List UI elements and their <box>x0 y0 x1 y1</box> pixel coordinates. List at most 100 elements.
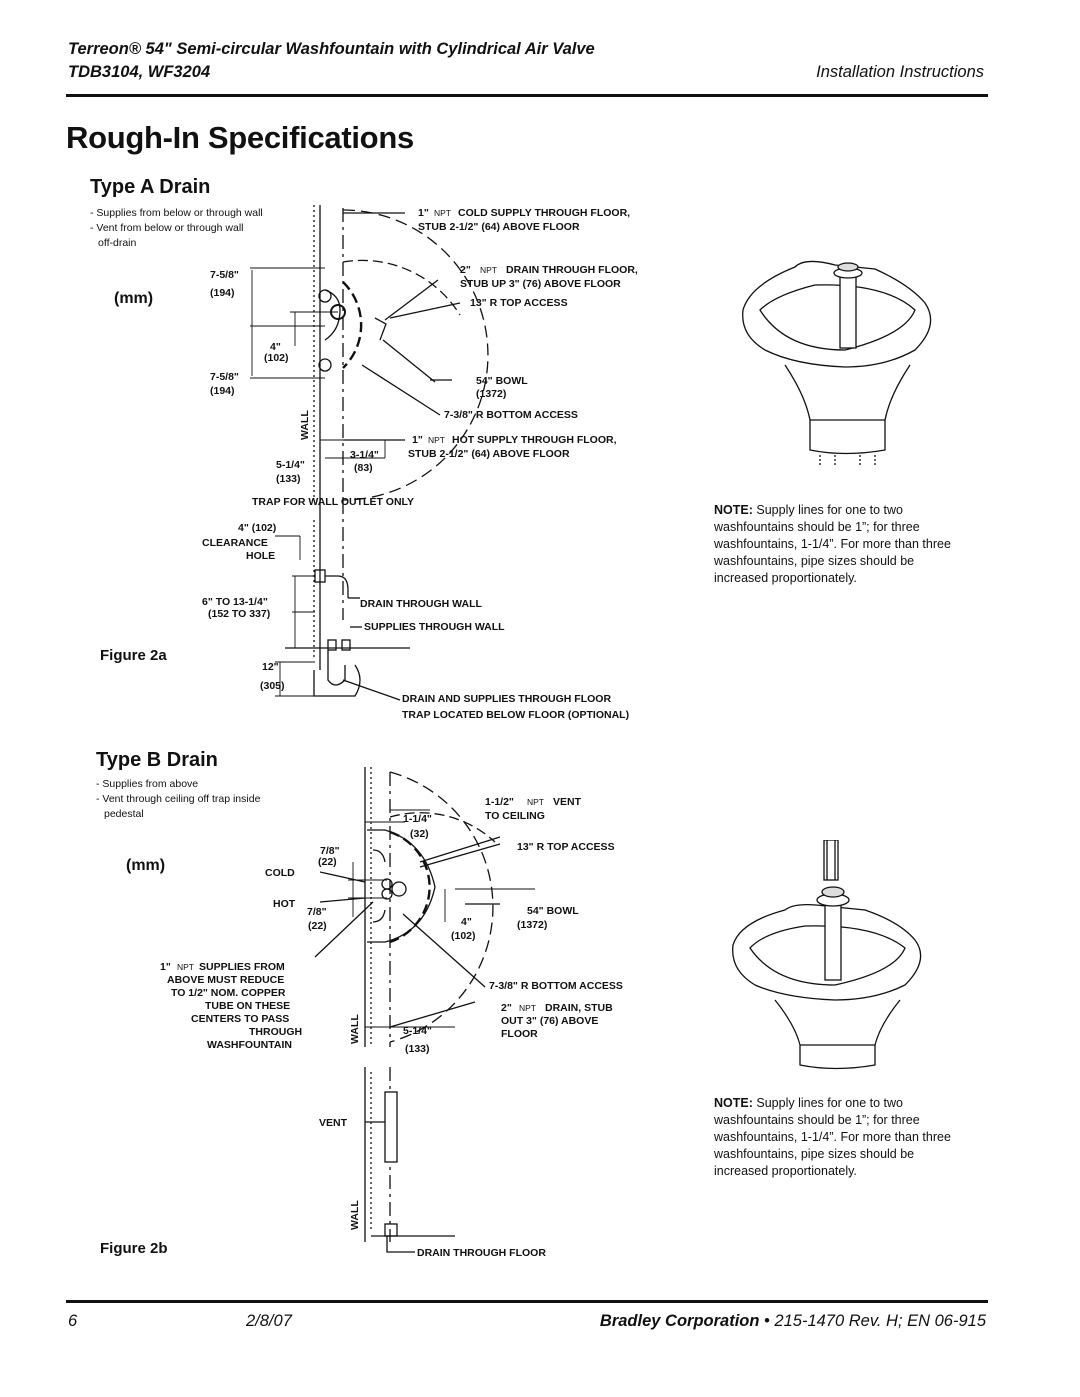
page-number: 6 <box>68 1312 78 1330</box>
dim-22-top: (22) <box>318 856 337 868</box>
dim-83: (83) <box>354 462 373 474</box>
type-a-mm-label: (mm) <box>114 290 154 307</box>
vent-size: 1-1/2" <box>485 796 514 808</box>
type-a-bullets: - Supplies from below or through wall - … <box>90 206 263 251</box>
type-a-note-label: NOTE: <box>714 503 753 517</box>
supplies-line-5: CENTERS TO PASS <box>191 1013 289 1025</box>
hot-label: HOT <box>273 898 296 910</box>
dim-7-8-top: 7/8" <box>320 845 340 857</box>
doc-reference: 215-1470 Rev. H; EN 06-915 <box>774 1312 986 1330</box>
dim-5-1-4: 5-1/4" <box>276 459 305 471</box>
cold-supply-npt: NPT <box>434 208 451 218</box>
dim-32: (32) <box>410 828 429 840</box>
drain-stub: STUB UP 3" (76) ABOVE FLOOR <box>460 278 621 290</box>
type-a-rough-in-diagram: 1" NPT COLD SUPPLY THROUGH FLOOR, STUB 2… <box>202 205 638 721</box>
drain-through-floor-b: DRAIN THROUGH FLOOR <box>417 1247 546 1259</box>
range-mm: (152 TO 337) <box>208 608 270 620</box>
cold-supply-stub: STUB 2-1/2" (64) ABOVE FLOOR <box>418 221 580 233</box>
dim-5-1-4-b: 5-1/4" <box>403 1025 432 1037</box>
supplies-line-3: TO 1/2" NOM. COPPER <box>171 987 286 999</box>
dim-7-8-bottom: 7/8" <box>307 906 327 918</box>
vent-to-ceiling: TO CEILING <box>485 810 545 822</box>
type-a-bullet-3: off-drain <box>98 237 137 249</box>
drain-out-b: OUT 3" (76) ABOVE <box>501 1015 598 1027</box>
vent-npt: NPT <box>527 797 544 807</box>
trap-below-floor-label: TRAP LOCATED BELOW FLOOR (OPTIONAL) <box>402 709 629 721</box>
dim-3-1-4: 3-1/4" <box>350 449 379 461</box>
dim-102-b: (102) <box>451 930 476 942</box>
footer-company: Bradley Corporation • 215-1470 Rev. H; E… <box>600 1312 986 1331</box>
washfountain-illustration-a <box>742 260 932 467</box>
bowl-size-mm-b: (1372) <box>517 919 547 931</box>
type-b-note-label: NOTE: <box>714 1096 753 1110</box>
document-title: Terreon® 54" Semi-circular Washfountain … <box>68 40 595 58</box>
company-name: Bradley Corporation <box>599 1312 760 1330</box>
dim-194-bottom: (194) <box>210 385 235 397</box>
footer-bullet: • <box>764 1312 770 1330</box>
type-a-note: NOTE: Supply lines for one to two washfo… <box>714 502 969 587</box>
wall-label: WALL <box>299 410 311 440</box>
dim-7-5-8-bottom: 7-5/8" <box>210 371 239 383</box>
top-access-label: 13" R TOP ACCESS <box>470 297 568 309</box>
type-b-rough-in-diagram: 1-1/2" NPT VENT TO CEILING 1-1/4" (32) 7… <box>160 767 623 1259</box>
dim-102: (102) <box>264 352 289 364</box>
footer-rule <box>66 1300 988 1303</box>
dim-133: (133) <box>276 473 301 485</box>
clearance-hole: HOLE <box>246 550 275 562</box>
dim-194-top: (194) <box>210 287 235 299</box>
drain-npt-b: NPT <box>519 1003 536 1013</box>
cold-supply-1in: 1" <box>418 207 429 219</box>
dim-7-5-8-top: 7-5/8" <box>210 269 239 281</box>
drain-stub-b: DRAIN, STUB <box>545 1002 613 1014</box>
clearance-dim: 4" (102) <box>238 522 276 534</box>
dim-305: (305) <box>260 680 285 692</box>
bottom-access-label: 7-3/8" R BOTTOM ACCESS <box>444 409 578 421</box>
drain-2in: 2" <box>460 264 471 276</box>
bowl-size: 54" BOWL <box>476 375 528 387</box>
bowl-size-b: 54" BOWL <box>527 905 579 917</box>
type-b-bullet-1: - Supplies from above <box>96 778 199 790</box>
dim-22-bottom: (22) <box>308 920 327 932</box>
drain-2in-b: 2" <box>501 1002 512 1014</box>
hot-supply-1in: 1" <box>412 434 423 446</box>
type-b-bullets: - Supplies from above - Vent through cei… <box>96 777 260 822</box>
type-b-note: NOTE: Supply lines for one to two washfo… <box>714 1095 969 1180</box>
supplies-through-wall: SUPPLIES THROUGH WALL <box>364 621 505 633</box>
supplies-above-npt: NPT <box>177 962 194 972</box>
wall-label-b2: WALL <box>349 1200 361 1230</box>
figure-2b-label: Figure 2b <box>100 1240 168 1257</box>
drain-through-wall: DRAIN THROUGH WALL <box>360 598 482 610</box>
dim-12in: 12" <box>262 661 279 673</box>
vent-detail-label: VENT <box>319 1117 348 1129</box>
type-b-heading: Type B Drain <box>96 749 218 771</box>
vent-label: VENT <box>553 796 582 808</box>
type-a-bullet-2: - Vent from below or through wall <box>90 222 244 234</box>
dim-133-b: (133) <box>405 1043 430 1055</box>
header-rule <box>66 94 988 97</box>
hot-supply-label: HOT SUPPLY THROUGH FLOOR, <box>452 434 617 446</box>
bottom-access-b: 7-3/8" R BOTTOM ACCESS <box>489 980 623 992</box>
wall-label-b: WALL <box>349 1014 361 1044</box>
supplies-line-7: WASHFOUNTAIN <box>207 1039 292 1051</box>
cold-label: COLD <box>265 867 295 879</box>
drain-label: DRAIN THROUGH FLOOR, <box>506 264 638 276</box>
model-numbers: TDB3104, WF3204 <box>68 63 211 81</box>
type-a-heading: Type A Drain <box>90 176 211 198</box>
range-dim: 6" TO 13-1/4" <box>202 596 268 608</box>
supplies-above-1in: 1" <box>160 961 171 973</box>
type-b-note-text: Supply lines for one to two washfountain… <box>714 1096 951 1178</box>
type-b-bullet-3: pedestal <box>104 808 144 820</box>
cold-supply-label: COLD SUPPLY THROUGH FLOOR, <box>458 207 630 219</box>
type-b-mm-label: (mm) <box>126 857 166 874</box>
hot-supply-stub: STUB 2-1/2" (64) ABOVE FLOOR <box>408 448 570 460</box>
drain-floor-b: FLOOR <box>501 1028 538 1040</box>
clearance-label: CLEARANCE <box>202 537 268 549</box>
bowl-size-mm: (1372) <box>476 388 506 400</box>
figure-2a-label: Figure 2a <box>100 647 167 664</box>
drain-npt: NPT <box>480 265 497 275</box>
top-access-b: 13" R TOP ACCESS <box>517 841 615 853</box>
supplies-above-label: SUPPLIES FROM <box>199 961 285 973</box>
supplies-line-2: ABOVE MUST REDUCE <box>167 974 284 986</box>
hot-supply-npt: NPT <box>428 435 445 445</box>
floor-drain-label: DRAIN AND SUPPLIES THROUGH FLOOR <box>402 693 611 705</box>
